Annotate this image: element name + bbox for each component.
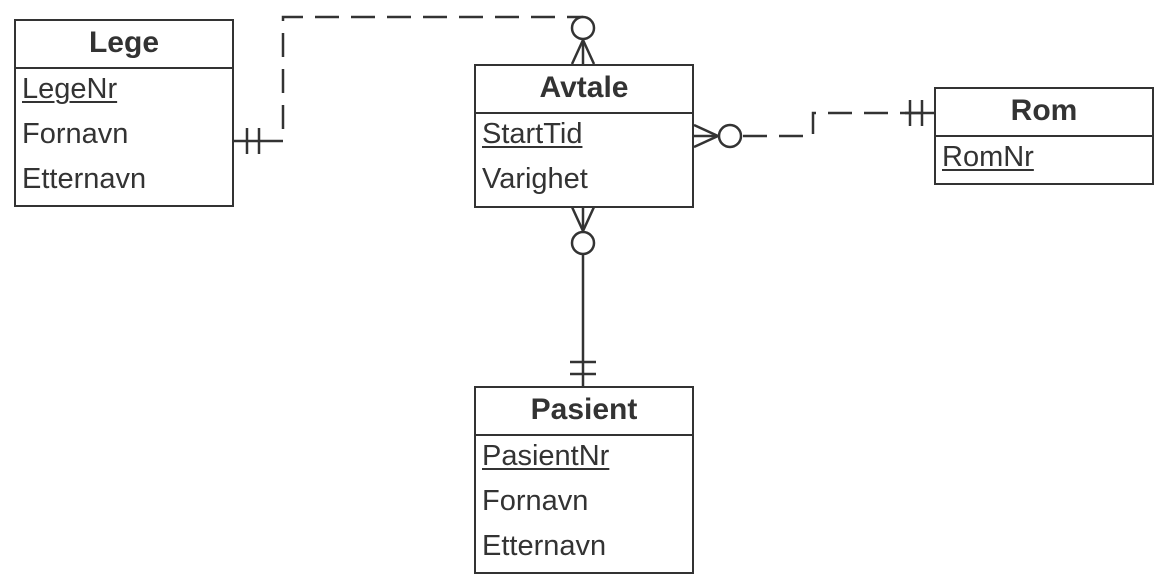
avtale-right-zero-circle bbox=[717, 123, 743, 149]
avtale-right-crowfoot-bottom bbox=[693, 134, 719, 149]
attribute-legenr: LegeNr bbox=[22, 73, 118, 105]
avtale-right-crowfoot-top bbox=[693, 123, 719, 138]
attribute-etternavn: Etternavn bbox=[482, 530, 607, 562]
avtale-bottom-crowfoot-right bbox=[581, 206, 596, 232]
attribute-fornavn: Fornavn bbox=[482, 485, 589, 517]
relationship-line-rom-avtale[interactable] bbox=[743, 111, 921, 138]
entity-avtale[interactable]: Avtale StartTid Varighet bbox=[474, 64, 694, 208]
avtale-bottom-crowfoot-left bbox=[570, 206, 585, 232]
attribute-varighet: Varighet bbox=[482, 163, 588, 195]
avtale-top-crowfoot-left bbox=[570, 39, 585, 65]
avtale-top-crowfoot-right bbox=[581, 39, 596, 65]
entity-pasient[interactable]: Pasient PasientNr Fornavn Etternavn bbox=[474, 386, 694, 574]
entity-avtale-title: Avtale bbox=[476, 66, 692, 114]
entity-pasient-title: Pasient bbox=[476, 388, 692, 436]
entity-lege-title: Lege bbox=[16, 21, 232, 69]
attribute-pasientnr: PasientNr bbox=[482, 440, 610, 472]
relationship-line-lege-avtale[interactable] bbox=[259, 15, 583, 143]
attribute-starttid: StartTid bbox=[482, 118, 583, 150]
attribute-romnr: RomNr bbox=[942, 141, 1034, 173]
attribute-etternavn: Etternavn bbox=[22, 163, 147, 195]
entity-rom-title: Rom bbox=[936, 89, 1152, 137]
avtale-top-zero-circle bbox=[570, 15, 596, 41]
entity-lege[interactable]: Lege LegeNr Fornavn Etternavn bbox=[14, 19, 234, 207]
attribute-fornavn: Fornavn bbox=[22, 118, 129, 150]
entity-rom[interactable]: Rom RomNr bbox=[934, 87, 1154, 185]
avtale-bottom-zero-circle bbox=[570, 230, 596, 256]
